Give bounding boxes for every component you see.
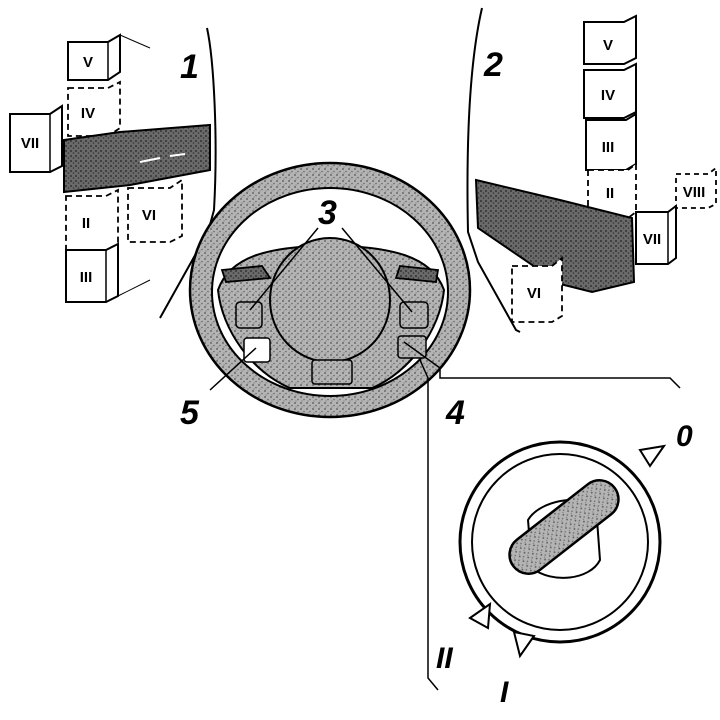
left-stalk-arrows <box>139 153 186 163</box>
pos-0-marker <box>638 444 667 468</box>
right-pos-viii-label: VIII <box>683 184 706 201</box>
left-pos-iii-box: III <box>65 242 151 303</box>
steering-wheel <box>188 161 472 419</box>
right-pos-vi-box: VI <box>511 256 563 323</box>
right-stalk-body <box>474 178 636 294</box>
ignition-label-0: 0 <box>676 420 693 453</box>
left-stalk-body <box>63 123 211 194</box>
airbag-cover <box>269 237 391 363</box>
cruise-control-button[interactable] <box>243 337 271 363</box>
callout-2: 2 <box>483 46 503 84</box>
ignition-key-handle[interactable] <box>502 473 626 582</box>
left-pos-ii-label: II <box>82 215 90 232</box>
left-pos-vi-box: VI <box>127 178 183 243</box>
ignition-switch <box>458 440 667 659</box>
right-stalk-group: V IV III II VIII VII VI <box>466 7 717 333</box>
left-pos-iv-label: IV <box>81 105 95 122</box>
left-paddle <box>220 265 272 283</box>
right-paddle <box>394 265 440 283</box>
left-pos-vi-label: VI <box>142 207 156 224</box>
right-pos-iii-box: III <box>585 112 637 171</box>
left-pos-v-box: V <box>67 33 151 81</box>
lower-spoke-pad <box>311 359 353 385</box>
callout-5: 5 <box>180 394 200 432</box>
callout-1: 1 <box>180 48 199 86</box>
right-pos-v-label: V <box>603 37 613 54</box>
left-pos-iii-label: III <box>80 269 93 286</box>
right-pos-ii-label: II <box>606 185 614 202</box>
right-pos-v-box: V <box>583 14 637 65</box>
right-spoke-button[interactable] <box>399 301 429 329</box>
left-spoke-button[interactable] <box>235 301 263 329</box>
right-pos-iii-label: III <box>602 139 615 156</box>
right-pos-iv-label: IV <box>601 87 615 104</box>
left-pos-iv-box: IV <box>67 80 121 137</box>
left-pos-vii-box: VII <box>9 104 63 173</box>
leader-lines <box>209 227 681 691</box>
left-stalk-group: V IV VII VI II III <box>9 27 217 319</box>
callout-3: 3 <box>318 194 337 232</box>
right-panel-line <box>466 7 521 333</box>
pos-ii-marker <box>468 601 492 630</box>
left-pos-v-label: V <box>83 54 93 71</box>
right-pos-vi-label: VI <box>527 285 541 302</box>
ignition-label-ii: II <box>436 642 453 675</box>
callout-4: 4 <box>445 394 465 432</box>
pos-i-marker <box>512 630 536 659</box>
right-pos-viii-box: VIII <box>675 166 717 209</box>
right-pos-iv-box: IV <box>583 62 637 119</box>
left-pos-vii-label: VII <box>21 135 39 152</box>
left-pos-ii-box: II <box>65 188 119 251</box>
left-panel-line <box>159 27 217 319</box>
right-pos-vii-box: VII <box>635 204 677 265</box>
ignition-label-i: I <box>500 676 509 709</box>
right-pos-ii-box: II <box>587 162 637 219</box>
right-pos-vii-label: VII <box>643 231 661 248</box>
